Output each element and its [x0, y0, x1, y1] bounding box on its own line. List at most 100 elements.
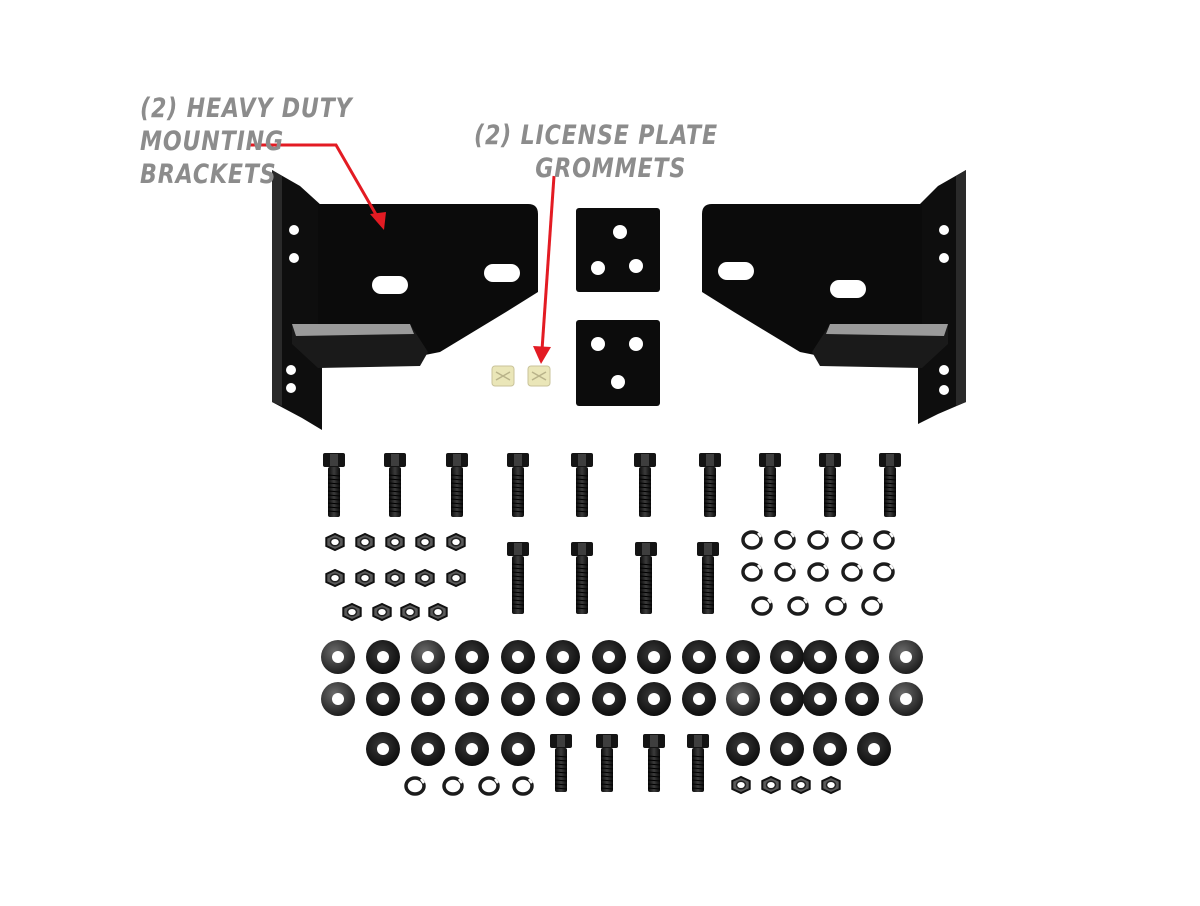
hex-nut [355, 568, 375, 588]
license-plate-grommets [491, 365, 551, 387]
hex-nut [415, 568, 435, 588]
flat-washer [501, 732, 535, 766]
flat-washer [770, 682, 804, 716]
hex-nut [400, 602, 420, 622]
callout-grommets-line1: (2) LICENSE PLATE [474, 120, 718, 151]
callout-brackets-line2: MOUNTING [140, 126, 284, 157]
bolt [550, 734, 572, 792]
flat-washer [770, 640, 804, 674]
callout-grommets-line2: GROMMETS [535, 153, 687, 184]
bolt [697, 542, 719, 614]
lock-washer [741, 530, 763, 550]
bolt [507, 453, 529, 517]
flat-washer [411, 682, 445, 716]
flat-washer [770, 732, 804, 766]
flat-washer [366, 640, 400, 674]
callout-arrow-grommets [533, 175, 556, 364]
lock-washer [861, 596, 883, 616]
flat-washer [321, 682, 355, 716]
hex-nut [355, 532, 375, 552]
lock-washer [751, 596, 773, 616]
flat-washer [682, 640, 716, 674]
callout-license-plate-grommets: (2) LICENSE PLATE GROMMETS [474, 119, 718, 185]
bolt [384, 453, 406, 517]
callout-brackets-line1: (2) HEAVY DUTY [140, 93, 353, 124]
lock-washer [825, 596, 847, 616]
flat-washer [803, 640, 837, 674]
flat-washer [726, 682, 760, 716]
backing-plate-top [576, 208, 660, 292]
bolt [635, 542, 657, 614]
hex-nut [385, 568, 405, 588]
flat-washer [546, 682, 580, 716]
hex-nut [446, 568, 466, 588]
hex-nut [325, 568, 345, 588]
flat-washer [637, 682, 671, 716]
flat-washer [813, 732, 847, 766]
bolt [699, 453, 721, 517]
lock-washer [807, 530, 829, 550]
lock-washer [841, 562, 863, 582]
lock-washer [741, 562, 763, 582]
mounting-bracket-right [702, 170, 966, 424]
bolt [819, 453, 841, 517]
bolt [446, 453, 468, 517]
hex-nut [325, 532, 345, 552]
flat-washer [592, 682, 626, 716]
flat-washer [546, 640, 580, 674]
flat-washer [455, 682, 489, 716]
lock-washer [774, 530, 796, 550]
flat-washer [726, 732, 760, 766]
flat-washer [501, 640, 535, 674]
lock-washer [873, 530, 895, 550]
bolt [759, 453, 781, 517]
flat-washers-group [321, 640, 923, 766]
flat-washer [889, 640, 923, 674]
lock-washers-group [404, 530, 895, 796]
bolt [323, 453, 345, 517]
hex-nut [731, 775, 751, 795]
bolt [879, 453, 901, 517]
callout-brackets-line3: BRACKETS [140, 159, 277, 190]
long-bolts-row [323, 453, 901, 517]
hex-nut [372, 602, 392, 622]
flat-washer [803, 682, 837, 716]
flat-washer [845, 682, 879, 716]
lock-washer [442, 776, 464, 796]
hex-nut [342, 602, 362, 622]
hex-nuts-group [325, 532, 841, 795]
flat-washer [366, 682, 400, 716]
flat-washer [501, 682, 535, 716]
flat-washer [682, 682, 716, 716]
lock-washer [404, 776, 426, 796]
lock-washer [873, 562, 895, 582]
mounting-bracket-left [272, 170, 538, 430]
flat-washer [455, 640, 489, 674]
hex-nut [446, 532, 466, 552]
hex-nut [428, 602, 448, 622]
bolt [507, 542, 529, 614]
bolt [634, 453, 656, 517]
bolt [571, 453, 593, 517]
hex-nut [385, 532, 405, 552]
hex-nut [761, 775, 781, 795]
flat-washer [845, 640, 879, 674]
bolt [596, 734, 618, 792]
hex-nut [791, 775, 811, 795]
bolt [687, 734, 709, 792]
callout-arrow-brackets [248, 143, 386, 230]
hex-nut [821, 775, 841, 795]
flat-washer [366, 732, 400, 766]
lock-washer [787, 596, 809, 616]
lock-washer [478, 776, 500, 796]
lock-washer [807, 562, 829, 582]
flat-washer [411, 732, 445, 766]
lock-washer [774, 562, 796, 582]
flat-washer [411, 640, 445, 674]
callout-heavy-duty-brackets: (2) HEAVY DUTY MOUNTING BRACKETS [140, 92, 352, 191]
flat-washer [889, 682, 923, 716]
bolt [643, 734, 665, 792]
lock-washer [841, 530, 863, 550]
flat-washer [726, 640, 760, 674]
